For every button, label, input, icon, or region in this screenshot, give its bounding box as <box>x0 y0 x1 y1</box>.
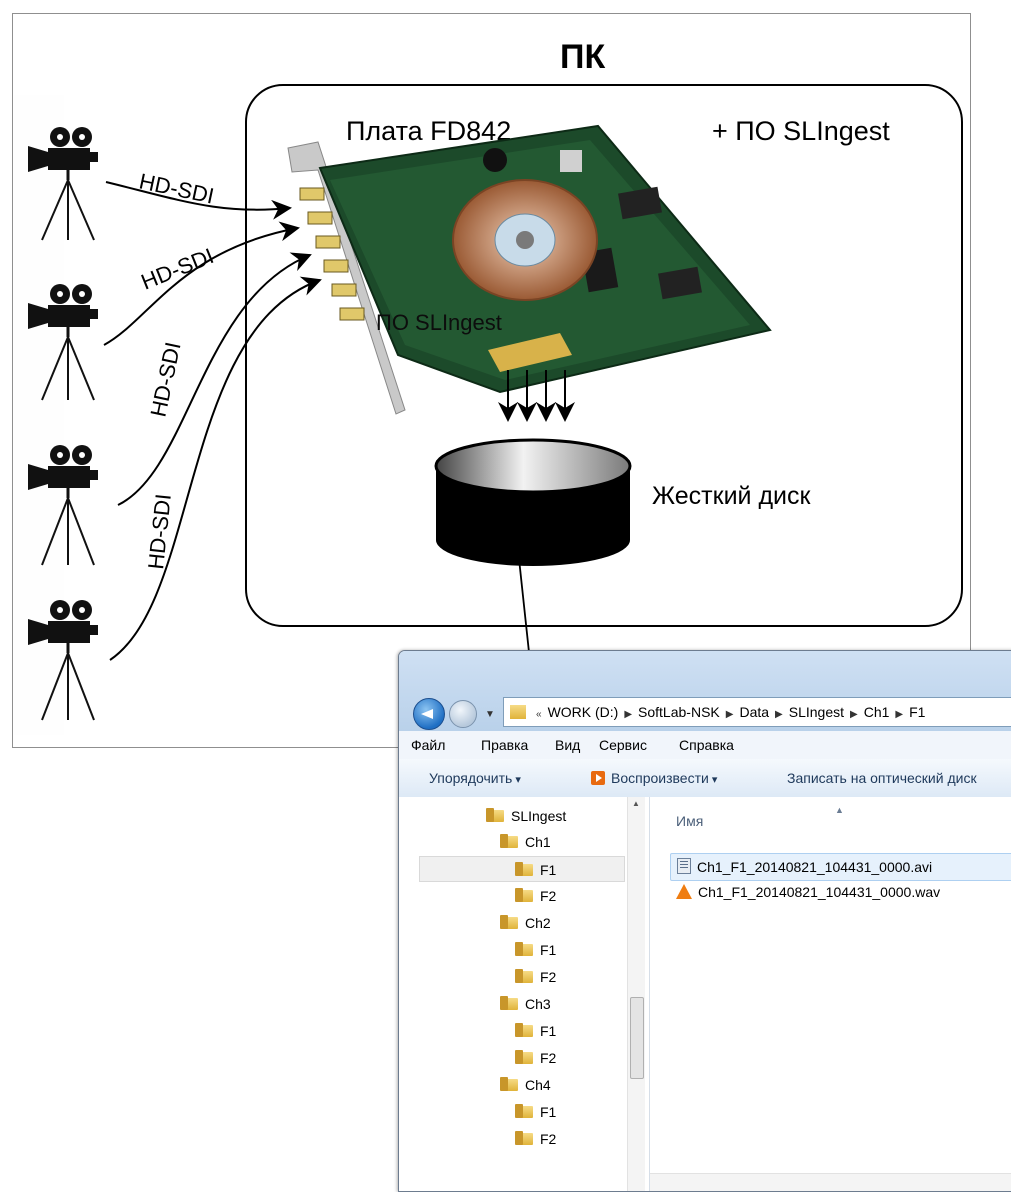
breadcrumb-overflow-icon[interactable]: « <box>536 709 542 720</box>
hard-disk-icon <box>434 438 632 566</box>
sdi-cable-2 <box>103 221 300 346</box>
pc-title: ПК <box>560 38 606 76</box>
card-overlay-label: ПО SLIngest <box>376 310 502 335</box>
folder-icon <box>515 1104 533 1118</box>
tree-item[interactable]: SLIngest <box>486 803 566 829</box>
recent-pages-chevron-icon[interactable]: ▼ <box>485 709 495 720</box>
folder-icon <box>515 1131 533 1145</box>
chevron-right-icon[interactable]: ▶ <box>725 709 734 720</box>
folder-icon <box>515 888 533 902</box>
tree-item[interactable]: Ch4 <box>500 1072 551 1098</box>
chevron-right-icon[interactable]: ▶ <box>895 709 904 720</box>
folder-icon <box>515 862 533 876</box>
back-arrow-icon[interactable] <box>413 698 445 730</box>
sdi-cable-3 <box>117 252 312 506</box>
breadcrumb-item[interactable]: F1 <box>909 704 926 720</box>
write-arrows <box>498 370 575 422</box>
vlc-cone-icon <box>676 884 692 899</box>
folder-icon <box>510 705 526 719</box>
camera-icon-2 <box>28 284 98 401</box>
chevron-right-icon[interactable]: ▶ <box>775 709 783 720</box>
breadcrumb-item[interactable]: WORK (D:) <box>547 704 619 720</box>
folder-icon <box>500 996 518 1010</box>
camera-icon-3 <box>28 445 98 566</box>
forward-arrow-icon[interactable] <box>449 700 477 728</box>
tree-item[interactable]: F2 <box>515 964 556 990</box>
camera-icon-1 <box>28 127 98 241</box>
menu-bar: Файл Правка Вид Сервис Справка <box>399 731 1011 760</box>
tree-item[interactable]: Ch3 <box>500 991 551 1017</box>
tree-item[interactable]: Ch1 <box>500 829 551 855</box>
file-list-pane: Имя ▲ Ch1_F1_20140821_104431_0000.avi Ch… <box>650 797 1011 1191</box>
play-icon <box>591 771 605 785</box>
link-label-4: HD-SDI <box>143 493 176 571</box>
tree-item-selected[interactable]: F1 <box>419 856 625 882</box>
command-bar: Упорядочить Воспроизвести Записать на оп… <box>399 759 1011 798</box>
nav-pane-scrollbar[interactable]: ▲ <box>627 797 645 1191</box>
tree-item[interactable]: F2 <box>515 1126 556 1152</box>
horizontal-scrollbar[interactable] <box>650 1173 1011 1191</box>
menu-edit[interactable]: Правка <box>481 737 529 753</box>
navigation-pane: SLIngest Ch1 F1 F2 Ch2 F1 F2 Ch3 F1 F2 C… <box>399 797 650 1191</box>
play-button[interactable]: Воспроизвести <box>611 759 717 799</box>
explorer-window: ▼ « WORK (D:) ▶ SoftLab-NSK ▶ Data ▶ SLIngest ▶ C… <box>398 650 1011 1192</box>
menu-file[interactable]: Файл <box>411 737 446 753</box>
disk-label: Жесткий диск <box>652 482 811 510</box>
sort-ascending-icon: ▲ <box>835 805 844 815</box>
folder-icon <box>515 1050 533 1064</box>
scroll-up-icon[interactable]: ▲ <box>632 799 640 808</box>
file-row-selected[interactable]: Ch1_F1_20140821_104431_0000.avi <box>670 853 1011 881</box>
menu-view[interactable]: Вид <box>555 737 581 753</box>
scrollbar-thumb[interactable] <box>630 997 644 1079</box>
video-file-icon <box>677 858 691 874</box>
folder-icon <box>486 808 504 822</box>
camera-icon-4 <box>28 600 98 721</box>
diagram-graphics: ПО SLIngest HD-SDI HD-SDI HD-SDI HD-SDI <box>28 124 772 848</box>
link-label-2: HD-SDI <box>138 243 218 295</box>
capture-card-illustration <box>287 124 772 415</box>
folder-icon <box>500 1077 518 1091</box>
tree-item[interactable]: F2 <box>515 883 556 909</box>
board-label: Плата FD842 <box>346 116 512 146</box>
breadcrumb-item[interactable]: Data <box>739 704 770 720</box>
tree-item[interactable]: F1 <box>515 1099 556 1125</box>
menu-help[interactable]: Справка <box>679 737 734 753</box>
pc-box <box>245 84 963 627</box>
tree-item[interactable]: Ch2 <box>500 910 551 936</box>
software-label: + ПО SLIngest <box>712 116 890 146</box>
menu-tools[interactable]: Сервис <box>599 737 647 753</box>
link-label-3: HD-SDI <box>145 340 185 419</box>
address-bar[interactable]: « WORK (D:) ▶ SoftLab-NSK ▶ Data ▶ SLIngest ▶ Ch1… <box>503 697 1011 727</box>
breadcrumb-item[interactable]: Ch1 <box>863 704 890 720</box>
breadcrumb-item[interactable]: SoftLab-NSK <box>638 704 720 720</box>
sdi-cable-1 <box>105 181 292 220</box>
burn-disc-button[interactable]: Записать на оптический диск <box>787 770 977 786</box>
file-row[interactable]: Ch1_F1_20140821_104431_0000.wav <box>670 879 940 905</box>
chevron-right-icon[interactable]: ▶ <box>624 709 633 720</box>
tree-item[interactable]: F2 <box>515 1045 556 1071</box>
column-header-name[interactable]: Имя <box>676 813 704 829</box>
tree-item[interactable]: F1 <box>515 1018 556 1044</box>
tree-item[interactable]: F1 <box>515 937 556 963</box>
sdi-cable-4 <box>109 276 322 661</box>
organize-button[interactable]: Упорядочить <box>429 759 521 799</box>
folder-icon <box>515 969 533 983</box>
chevron-right-icon[interactable]: ▶ <box>850 709 858 720</box>
folder-icon <box>500 915 518 929</box>
folder-icon <box>515 1023 533 1037</box>
folder-icon <box>515 942 533 956</box>
breadcrumb-item[interactable]: SLIngest <box>788 704 844 720</box>
folder-icon <box>500 834 518 848</box>
link-label-1: HD-SDI <box>137 168 216 208</box>
